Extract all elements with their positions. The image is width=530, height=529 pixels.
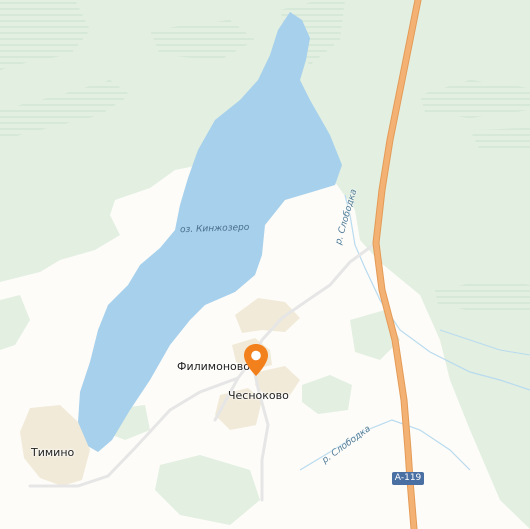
- road-main[interactable]: [28, 241, 378, 488]
- forest-patch: [155, 455, 260, 525]
- stream: [439, 329, 530, 356]
- forest-hatch-area: [435, 280, 530, 312]
- minor-roads: [28, 241, 378, 502]
- village-label-timino[interactable]: Тимино: [31, 446, 75, 459]
- settlement-area: [255, 366, 300, 396]
- forest-patch: [0, 295, 30, 350]
- forest-hatch-area: [0, 80, 130, 140]
- road-south[interactable]: [250, 358, 270, 502]
- forest-patch: [302, 375, 352, 414]
- forest-hatch-area: [150, 20, 255, 60]
- forest-hatch-area: [0, 0, 90, 70]
- river-slobodka-south: [299, 419, 471, 471]
- forest-hatch-area: [420, 80, 530, 118]
- village-label-chesnokovo[interactable]: Чесноково: [228, 389, 289, 402]
- village-label-filimonovo[interactable]: Филимоново: [177, 360, 250, 373]
- settlement-area: [20, 405, 90, 486]
- forest-hatch-area: [470, 128, 530, 150]
- road-branch[interactable]: [213, 376, 240, 422]
- settlement-area: [235, 298, 300, 333]
- highway-a119[interactable]: [373, 0, 421, 529]
- route-shield-a119: А-119: [392, 472, 424, 485]
- lake-kinzhozero[interactable]: [78, 12, 342, 452]
